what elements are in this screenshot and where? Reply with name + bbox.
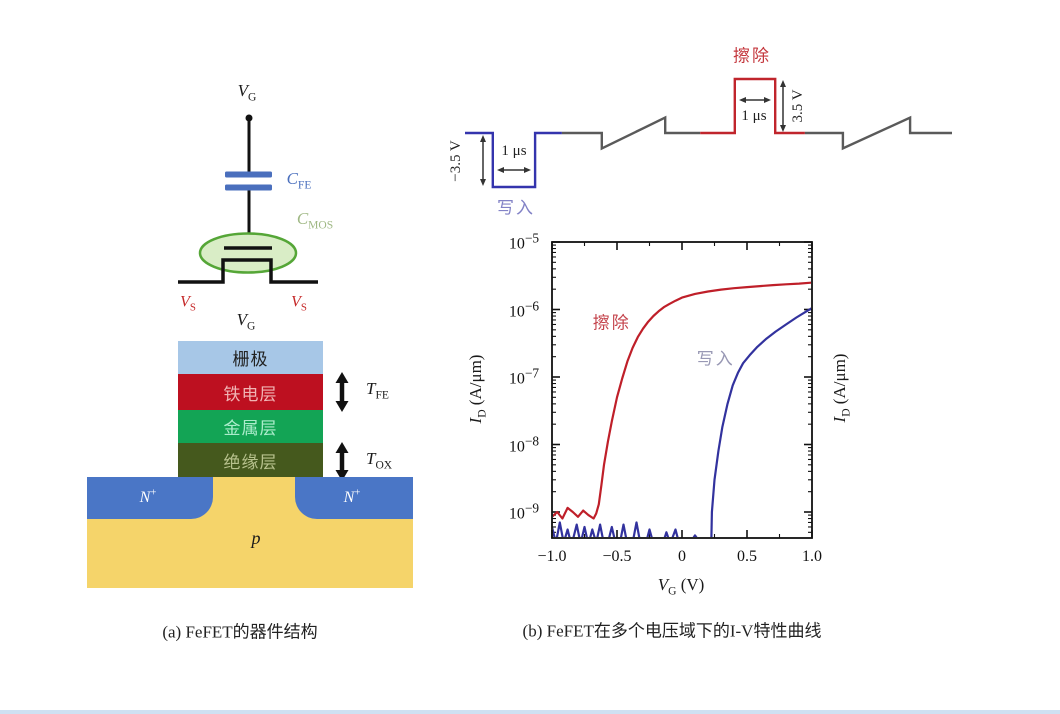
waveform-read-sweep-1 xyxy=(561,115,701,151)
y-tick-label: 10−8 xyxy=(508,432,540,456)
x-tick-label: −0.5 xyxy=(602,548,632,565)
tox-arrow-head xyxy=(335,442,349,453)
erase-width-arrow-head xyxy=(764,97,771,103)
erase-amplitude-arrow-head xyxy=(780,80,786,87)
iv-plot xyxy=(551,241,813,539)
write-pulse-label: 写入 xyxy=(497,198,535,218)
layer-metal: 金属层 xyxy=(178,410,323,443)
erase-amplitude-label: 3.5 V xyxy=(789,89,806,123)
y-tick-label: 10−6 xyxy=(508,297,540,321)
x-tick-label: 0.5 xyxy=(737,548,757,565)
ferro-capacitor-top-plate xyxy=(225,171,272,178)
waveform-annotation-arrows xyxy=(480,80,786,186)
write-width-arrow-head xyxy=(497,167,504,173)
write-width-label: 1 μs xyxy=(501,142,527,159)
waveform-read-sweep-2 xyxy=(804,115,952,151)
cfe-label: CFE xyxy=(286,168,312,192)
tfe-arrow-head xyxy=(335,401,349,412)
bottom-edge-strip xyxy=(0,710,1060,714)
n-plus-left-label: N+ xyxy=(139,486,157,506)
erase-amplitude-arrow-head xyxy=(780,125,786,132)
x-axis-label: VG (V) xyxy=(657,574,705,598)
layer-gate: 栅极 xyxy=(178,341,323,374)
n-plus-region-right xyxy=(295,477,413,519)
mos-channel-body xyxy=(178,258,318,284)
y-axis-label-right: ID (A/μm) xyxy=(829,353,853,423)
y-tick-label: 10−7 xyxy=(508,365,540,388)
x-tick-label: 0 xyxy=(678,548,686,565)
erase-width-arrow-head xyxy=(739,97,746,103)
ferro-capacitor-bottom-plate xyxy=(225,184,272,191)
tfe-arrow-head xyxy=(335,372,349,383)
fefet-circuit-symbol xyxy=(178,114,318,284)
curve-write xyxy=(553,307,811,537)
tox-thickness-label: TOX xyxy=(366,448,393,472)
write-amplitude-label: −3.5 V xyxy=(447,140,464,182)
layer-metal-label: 金属层 xyxy=(223,419,278,438)
source-voltage-right-label: VS xyxy=(291,293,307,314)
curve-label-erase: 擦除 xyxy=(592,313,631,333)
thickness-arrows xyxy=(335,372,349,481)
erase-pulse-label: 擦除 xyxy=(733,46,771,66)
n-plus-region-left xyxy=(87,477,213,519)
caption-figure-b: (b) FeFET在多个电压域下的I-V特性曲线 xyxy=(522,621,822,641)
gate-node-label: VG xyxy=(236,309,256,333)
y-tick-label: 10−5 xyxy=(508,230,540,253)
tfe-thickness-label: TFE xyxy=(366,378,389,402)
x-tick-label: −1.0 xyxy=(537,548,567,565)
y-axis-label-left: ID (A/μm) xyxy=(465,354,489,424)
layer-gate-label: 栅极 xyxy=(232,350,269,369)
layer-insulator-label: 绝缘层 xyxy=(223,453,278,472)
waveform-write-pulse xyxy=(465,131,562,189)
source-voltage-left-label: VS xyxy=(180,293,196,314)
x-tick-label: 1.0 xyxy=(802,548,822,565)
caption-figure-a: (a) FeFET的器件结构 xyxy=(162,622,318,642)
cmos-label: CMOS xyxy=(296,208,334,232)
layer-insulator: 绝缘层 xyxy=(178,443,323,478)
plot-frame xyxy=(551,241,813,539)
layer-ferroelectric-label: 铁电层 xyxy=(223,384,278,404)
p-well-label: p xyxy=(251,528,261,549)
curve-erase xyxy=(553,281,811,520)
erase-width-label: 1 μs xyxy=(741,107,767,124)
voltage-waveform xyxy=(465,77,952,189)
waveform-erase-pulse xyxy=(700,77,805,135)
layer-ferroelectric: 铁电层 xyxy=(178,374,323,410)
mos-cap-highlight-ellipse xyxy=(198,232,298,274)
gate-voltage-label-top: VG xyxy=(237,80,257,104)
tox-arrow-head xyxy=(335,470,349,481)
y-tick-label: 10−9 xyxy=(508,500,540,523)
n-plus-right-label: N+ xyxy=(343,486,361,506)
write-amplitude-arrow-head xyxy=(480,135,486,142)
write-width-arrow-head xyxy=(524,167,531,173)
write-amplitude-arrow-head xyxy=(480,179,486,186)
curve-label-write: 写入 xyxy=(696,349,735,369)
